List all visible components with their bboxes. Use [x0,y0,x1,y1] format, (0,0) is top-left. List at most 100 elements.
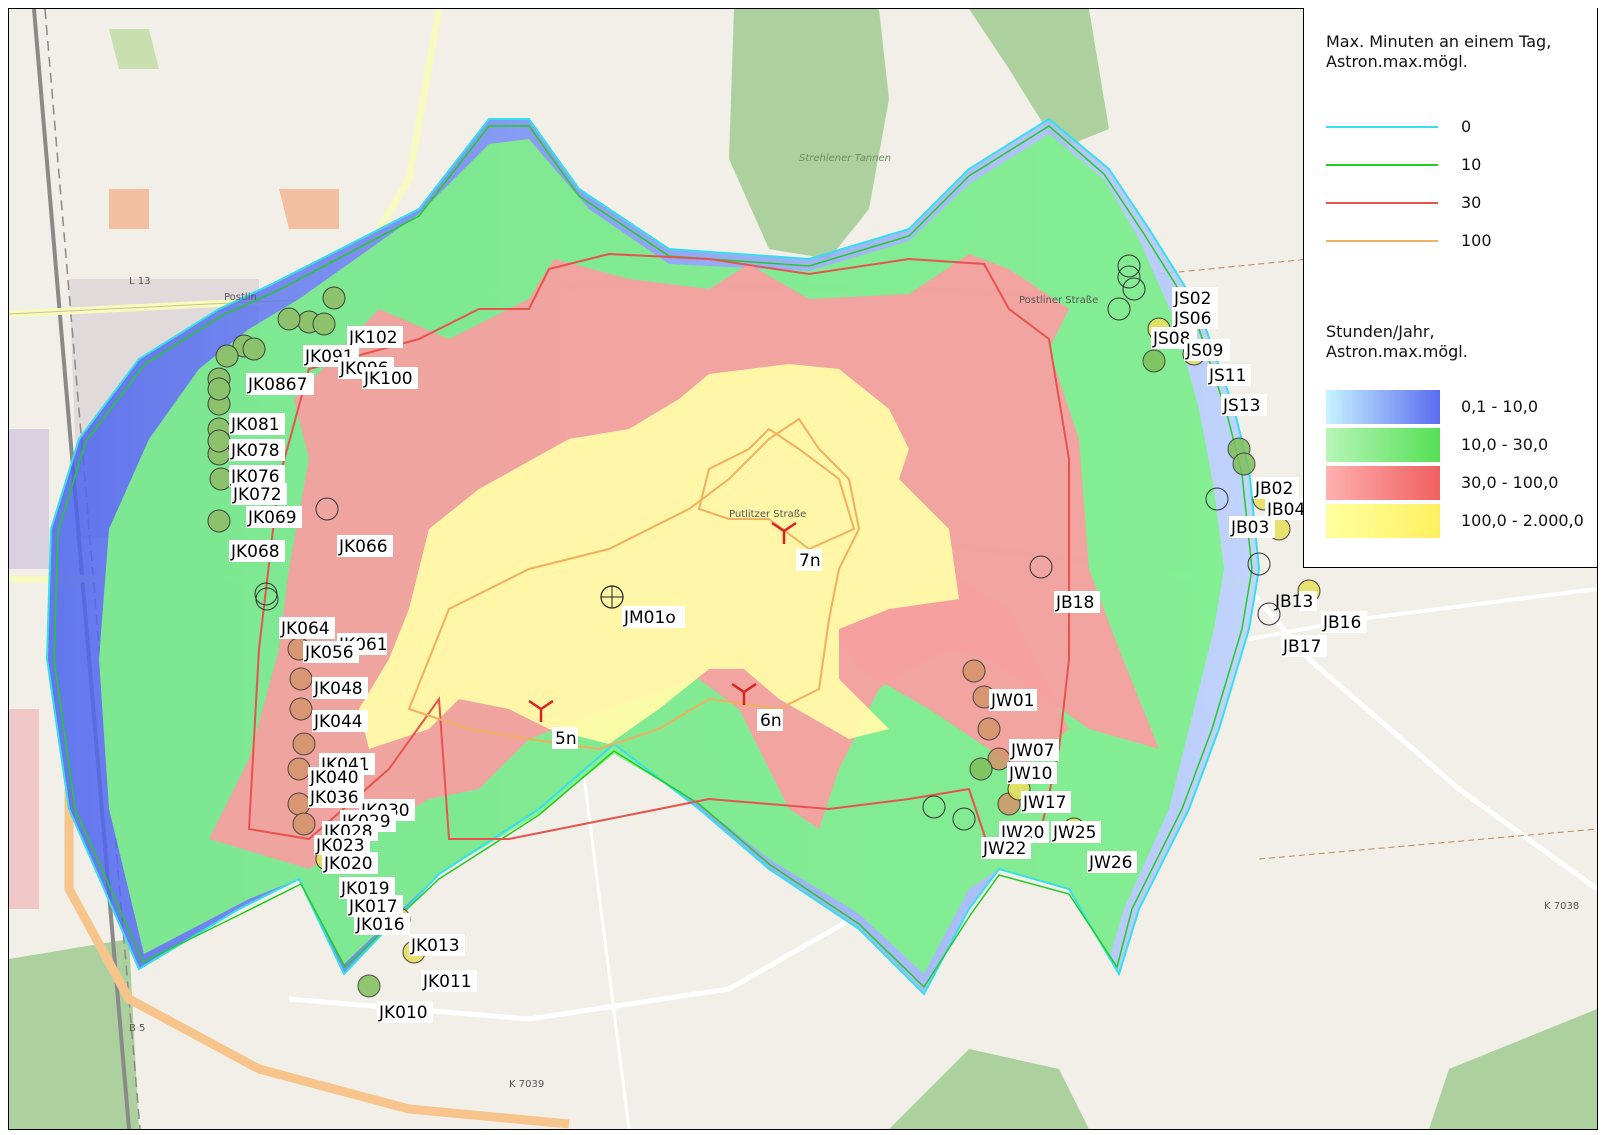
svg-text:JK066: JK066 [338,537,388,557]
svg-text:JW26: JW26 [1088,853,1132,873]
turbine-label: 6n [760,711,782,731]
label-jk0867: JK0867 [246,373,314,395]
label-jb04: JB04 [1265,498,1311,520]
legend-line-swatch [1326,126,1438,128]
svg-text:JW17: JW17 [1022,793,1066,813]
legend-title-minutes: Max. Minuten an einem Tag, Astron.max.mö… [1326,32,1552,71]
legend-area-swatch [1326,466,1440,500]
label-jk066: JK066 [337,535,393,557]
svg-text:JW07: JW07 [1010,741,1054,761]
svg-text:JK069: JK069 [247,508,297,528]
label-jw25: JW25 [1051,821,1101,843]
label-js09: JS09 [1184,339,1230,361]
place-label-postlin: Postlin [224,292,257,303]
svg-text:JB16: JB16 [1322,613,1361,633]
label-jk102: JK102 [347,326,403,348]
svg-text:JK100: JK100 [363,369,413,389]
svg-text:JB13: JB13 [1274,592,1313,612]
legend-area-label: 10,0 - 30,0 [1461,435,1549,454]
receptor-jm01o[interactable]: JM01o [600,585,685,628]
legend-area-label: 100,0 - 2.000,0 [1461,511,1584,530]
road-label-k7038: K 7038 [1544,901,1579,912]
label-jb03: JB03 [1229,516,1275,538]
svg-text:JB03: JB03 [1230,518,1269,538]
legend-line-10: 10 [1326,148,1596,184]
label-js02: JS02 [1172,287,1218,309]
label-jw26: JW26 [1087,851,1137,873]
legend-area-3: 100,0 - 2.000,0 [1326,504,1596,540]
label-jw10: JW10 [1007,762,1057,784]
turbine-6n[interactable]: 6n [731,682,783,731]
label-jk072: JK072 [231,483,287,505]
legend-area-swatch [1326,390,1440,424]
svg-text:JW25: JW25 [1052,823,1096,843]
legend-line-label: 30 [1461,193,1482,212]
svg-text:JK036: JK036 [309,788,359,808]
svg-text:JS13: JS13 [1222,396,1260,416]
label-jk036: JK036 [308,786,364,808]
road-label-postliner: Postliner Straße [1019,295,1098,306]
svg-text:JK056: JK056 [304,643,354,663]
legend-area-0: 0,1 - 10,0 [1326,390,1596,426]
road-label-putlitzer: Putlitzer Straße [729,509,806,520]
receptor-labels: JK102 JK091 JK096 JK100 JK0867 JK081 JK0… [229,287,1367,1023]
legend-title-hours: Stunden/Jahr, Astron.max.mögl. [1326,322,1468,361]
legend-line-label: 0 [1461,117,1472,136]
label-jk017: JK017 [347,895,403,917]
svg-text:JS08: JS08 [1152,329,1190,349]
label-js11: JS11 [1207,364,1251,386]
place-label-strehlener: Strehlener Tannen [799,153,891,164]
label-jw01: JW01 [989,689,1037,711]
label-jk010: JK010 [377,1001,433,1023]
label-jb16: JB16 [1321,611,1367,633]
shadow-flicker-map[interactable]: Postlin Strehlener Tannen L 13 Postliner… [9,9,1597,1129]
legend-area-1: 10,0 - 30,0 [1326,428,1596,464]
label-jb02: JB02 [1253,477,1299,499]
label-jk020: JK020 [322,852,378,874]
svg-text:JW10: JW10 [1008,764,1052,784]
legend-area-swatch [1326,428,1440,462]
legend-line-label: 10 [1461,155,1482,174]
legend-line-swatch [1326,202,1438,204]
label-jk044: JK044 [312,710,368,732]
svg-text:JS09: JS09 [1185,341,1223,361]
legend-line-swatch [1326,240,1438,242]
label-jk078: JK078 [229,439,285,461]
turbine-label: 7n [799,551,821,571]
svg-text:JK064: JK064 [280,619,330,639]
label-jw22: JW22 [981,837,1031,859]
label-js13: JS13 [1221,394,1267,416]
legend-line-30: 30 [1326,186,1596,222]
svg-text:JK048: JK048 [313,679,363,699]
label-jk100: JK100 [362,367,418,389]
svg-text:JS02: JS02 [1173,289,1211,309]
road-label-l13: L 13 [129,276,150,287]
svg-text:JK078: JK078 [230,441,280,461]
legend-area-label: 0,1 - 10,0 [1461,397,1539,416]
label-jw17: JW17 [1021,791,1071,813]
label-jk016: JK016 [354,913,410,935]
legend-area-label: 30,0 - 100,0 [1461,473,1559,492]
label-jk076: JK076 [229,465,285,487]
label-jk068: JK068 [229,540,285,562]
label-jk081: JK081 [229,413,285,435]
svg-text:JK011: JK011 [422,972,472,992]
svg-text:JK0867: JK0867 [247,375,307,395]
road-label-b5: B 5 [129,1023,145,1034]
svg-text:JB02: JB02 [1254,479,1293,499]
label-jk019: JK019 [339,877,395,899]
svg-text:JW22: JW22 [982,839,1026,859]
svg-text:JK017: JK017 [348,897,398,917]
label-jb13: JB13 [1274,591,1317,612]
label-jb18: JB18 [1054,591,1100,613]
turbine-5n[interactable]: 5n [528,699,578,749]
label-jk013: JK013 [409,934,465,956]
legend-area-2: 30,0 - 100,0 [1326,466,1596,502]
svg-text:JK020: JK020 [323,854,373,874]
label-jw07: JW07 [1009,739,1059,761]
svg-text:JK102: JK102 [348,328,398,348]
turbine-7n[interactable]: 7n [771,521,822,571]
svg-text:JK081: JK081 [230,415,280,435]
turbines[interactable]: 7n 5n 6n JM01o [528,521,822,749]
svg-text:JW01: JW01 [990,691,1034,711]
